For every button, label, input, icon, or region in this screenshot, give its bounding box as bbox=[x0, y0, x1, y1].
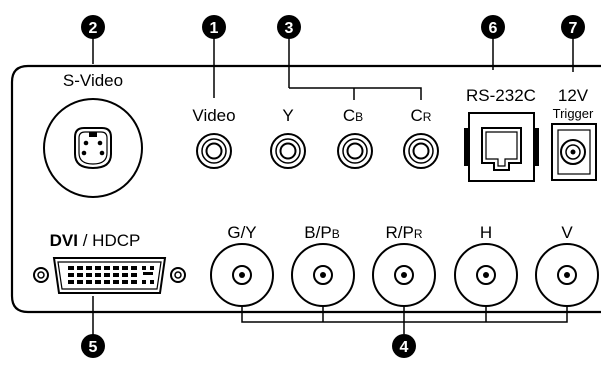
dvi-pin bbox=[113, 280, 119, 284]
dvi-analog-pin bbox=[150, 266, 154, 270]
dvi-port bbox=[33, 257, 186, 294]
cb-label: CB bbox=[343, 106, 363, 125]
callout-6: 6 bbox=[481, 15, 505, 70]
dvi-pin bbox=[77, 266, 83, 270]
dvi-analog-pin bbox=[142, 266, 146, 270]
v-bnc-connector bbox=[535, 243, 599, 307]
dvi-pin bbox=[95, 273, 101, 277]
dvi-pin bbox=[95, 266, 101, 270]
callout-3: 3 bbox=[277, 15, 301, 88]
dvi-pin bbox=[104, 273, 110, 277]
svideo-label: S-Video bbox=[63, 71, 123, 90]
svg-text:6: 6 bbox=[489, 20, 498, 37]
dvi-blade bbox=[143, 272, 153, 275]
svg-text:5: 5 bbox=[89, 339, 98, 356]
dvi-pin bbox=[86, 280, 92, 284]
dvi-pin bbox=[122, 266, 128, 270]
rpr-label: R/PR bbox=[385, 223, 422, 242]
trigger-jack bbox=[551, 123, 597, 181]
dvi-pin bbox=[113, 266, 119, 270]
svg-text:2: 2 bbox=[89, 20, 98, 37]
dvi-pin bbox=[95, 280, 101, 284]
svg-text:3: 3 bbox=[285, 20, 294, 37]
dvi-pin bbox=[77, 280, 83, 284]
cb-rca-jack bbox=[337, 133, 373, 169]
cr-rca-jack bbox=[403, 133, 439, 169]
svideo-connector bbox=[43, 98, 143, 198]
dvi-pin bbox=[68, 280, 74, 284]
dvi-pin bbox=[77, 273, 83, 277]
dvi-pin bbox=[131, 273, 137, 277]
h-label: H bbox=[480, 223, 492, 242]
dvi-pin bbox=[113, 273, 119, 277]
trigger-label: Trigger bbox=[553, 106, 594, 121]
rpr-bnc-connector bbox=[372, 243, 436, 307]
panel-outline bbox=[10, 64, 601, 314]
svg-text:7: 7 bbox=[569, 20, 578, 37]
v-label: V bbox=[561, 223, 573, 242]
bracket-3 bbox=[289, 87, 422, 100]
gy-bnc-connector bbox=[210, 243, 274, 307]
bpb-label: B/PB bbox=[304, 223, 339, 242]
dvi-pin bbox=[86, 266, 92, 270]
cr-label: CR bbox=[411, 106, 432, 125]
dvi-pin bbox=[122, 280, 128, 284]
dvi-pin bbox=[68, 273, 74, 277]
svg-text:1: 1 bbox=[210, 20, 219, 37]
dvi-hdcp-label: DVI / HDCP bbox=[50, 231, 141, 250]
dvi-pin-grid bbox=[68, 266, 154, 284]
callout-7: 7 bbox=[561, 15, 585, 72]
callout-4: 4 bbox=[392, 322, 416, 358]
dvi-pin bbox=[86, 273, 92, 277]
callout-5: 5 bbox=[81, 296, 105, 358]
dvi-analog-pin bbox=[142, 280, 146, 284]
callout-1: 1 bbox=[202, 15, 226, 98]
dvi-analog-pin bbox=[150, 280, 154, 284]
dvi-pin bbox=[131, 266, 137, 270]
rs232c-port bbox=[464, 112, 539, 182]
h-bnc-connector bbox=[454, 243, 518, 307]
y-rca-jack bbox=[270, 133, 306, 169]
video-label: Video bbox=[192, 106, 235, 125]
callout-2: 2 bbox=[81, 15, 105, 64]
bpb-bnc-connector bbox=[291, 243, 355, 307]
gy-label: G/Y bbox=[227, 223, 256, 242]
v12-label: 12V bbox=[558, 86, 589, 105]
y-label: Y bbox=[282, 106, 293, 125]
dvi-pin bbox=[104, 280, 110, 284]
rs232c-label: RS-232C bbox=[466, 86, 536, 105]
dvi-pin bbox=[104, 266, 110, 270]
dvi-pin bbox=[122, 273, 128, 277]
dvi-pin bbox=[131, 280, 137, 284]
svg-text:4: 4 bbox=[400, 339, 409, 356]
video-rca-jack bbox=[196, 133, 232, 169]
dvi-pin bbox=[68, 266, 74, 270]
